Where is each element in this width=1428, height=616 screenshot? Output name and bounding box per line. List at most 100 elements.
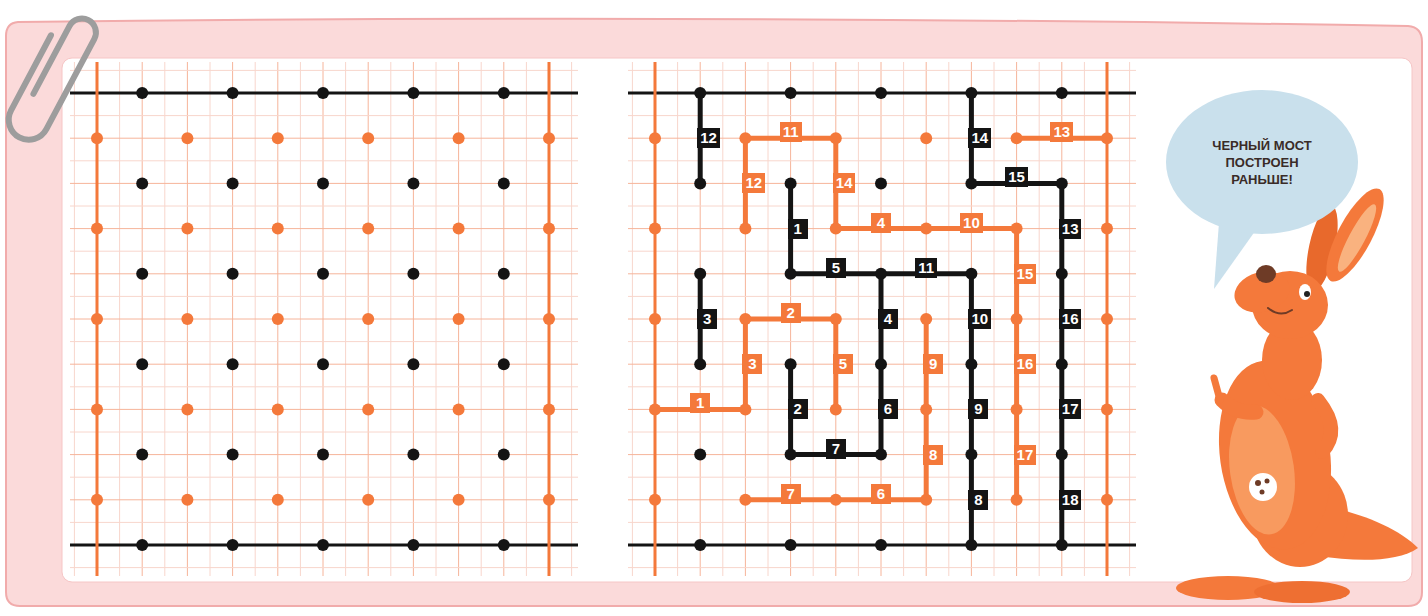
dot <box>1101 132 1113 144</box>
dot <box>136 539 148 551</box>
callout-number: 11 <box>780 122 802 142</box>
dot <box>785 358 797 370</box>
dot <box>317 268 329 280</box>
grid-lines <box>70 62 578 576</box>
dot <box>317 358 329 370</box>
dot <box>830 132 842 144</box>
dot <box>498 449 510 461</box>
dot <box>227 449 239 461</box>
dot <box>785 177 797 189</box>
dot <box>649 403 661 415</box>
dots <box>649 87 1113 551</box>
grid-line <box>70 251 578 252</box>
dot <box>407 268 419 280</box>
dot <box>407 87 419 99</box>
callout-number: 14 <box>968 128 991 148</box>
dot <box>694 539 706 551</box>
callout-number: 5 <box>826 258 846 278</box>
callout-number: 17 <box>1014 445 1037 465</box>
dot <box>920 403 932 415</box>
dot <box>91 494 103 506</box>
dot <box>830 494 842 506</box>
dot <box>875 87 887 99</box>
dot <box>498 177 510 189</box>
kangaroo-belly <box>1221 401 1302 539</box>
dot <box>1011 132 1023 144</box>
dot <box>362 223 374 235</box>
dot <box>136 268 148 280</box>
dot <box>543 132 555 144</box>
dot <box>453 313 465 325</box>
callout-number: 11 <box>915 258 937 278</box>
dot <box>362 494 374 506</box>
grid-lines <box>628 62 1136 576</box>
dot <box>965 87 977 99</box>
callout-number: 8 <box>968 490 988 510</box>
grid-line <box>70 567 578 568</box>
dot <box>694 87 706 99</box>
dot <box>1011 313 1023 325</box>
kangaroo-arm <box>1222 400 1256 412</box>
dot <box>785 449 797 461</box>
grid-line <box>628 115 1136 116</box>
dot <box>181 132 193 144</box>
dot <box>965 449 977 461</box>
frame-border <box>6 19 1422 606</box>
dot <box>272 313 284 325</box>
callout-number: 9 <box>968 399 988 419</box>
dot <box>875 268 887 280</box>
frame <box>6 19 1422 606</box>
dot <box>694 177 706 189</box>
kangaroo-foot <box>1254 581 1350 603</box>
callout-number: 3 <box>742 354 762 374</box>
dot <box>407 449 419 461</box>
dot <box>1011 494 1023 506</box>
callout-number: 10 <box>968 309 991 329</box>
speech-text: ЧЕРНЫЙ МОСТ ПОСТРОЕН РАНЬШЕ! <box>1206 137 1318 188</box>
callout-number: 4 <box>871 213 891 233</box>
dot <box>227 87 239 99</box>
dot <box>649 313 661 325</box>
dot <box>272 494 284 506</box>
dot <box>317 539 329 551</box>
dot <box>136 449 148 461</box>
paperclip-wire <box>2 8 101 147</box>
grid-line <box>70 319 578 320</box>
dot <box>227 268 239 280</box>
dot <box>920 223 932 235</box>
dot <box>1101 313 1113 325</box>
dot <box>272 132 284 144</box>
kangaroo <box>1176 181 1418 603</box>
dot <box>362 403 374 415</box>
belly-dot <box>1255 480 1261 486</box>
grid-line <box>628 70 1136 71</box>
dot <box>649 223 661 235</box>
dot <box>875 539 887 551</box>
dot <box>181 313 193 325</box>
callout-number: 9 <box>923 354 943 374</box>
grid-line <box>70 138 578 139</box>
belly-spot <box>1249 473 1277 501</box>
dot <box>543 223 555 235</box>
dot <box>272 223 284 235</box>
grid-line <box>70 341 578 342</box>
callout-number: 13 <box>1059 219 1082 239</box>
dot <box>181 403 193 415</box>
dot <box>965 268 977 280</box>
speech-bubble: ЧЕРНЫЙ МОСТ ПОСТРОЕН РАНЬШЕ! <box>1166 90 1358 234</box>
dot <box>830 223 842 235</box>
dot <box>1056 358 1068 370</box>
dot <box>965 539 977 551</box>
dot <box>920 313 932 325</box>
kangaroo-ear-inner <box>1332 201 1382 276</box>
dot <box>920 132 932 144</box>
grid-line <box>70 409 578 410</box>
dot <box>694 358 706 370</box>
dot <box>739 403 751 415</box>
dot <box>136 87 148 99</box>
kangaroo-smile <box>1268 308 1292 314</box>
callout-number: 10 <box>960 213 983 233</box>
grid-line <box>70 432 578 433</box>
dot <box>407 177 419 189</box>
